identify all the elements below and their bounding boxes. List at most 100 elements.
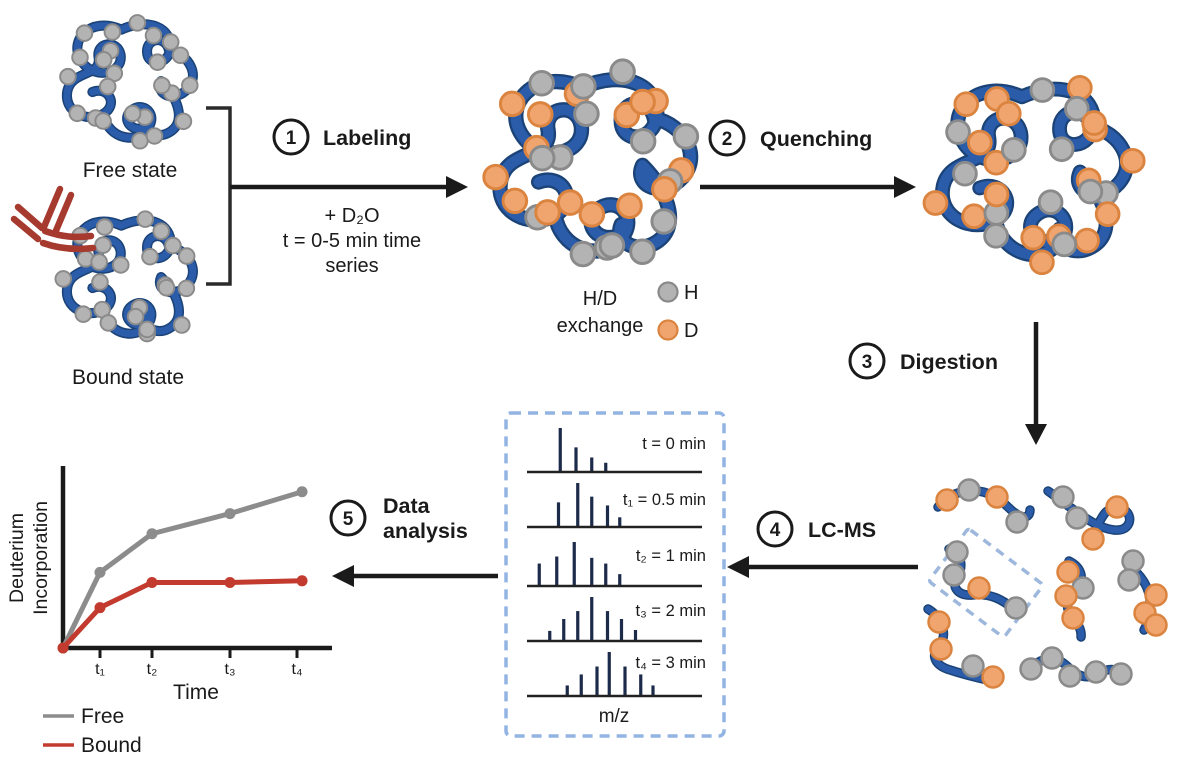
hydrogen-circle <box>573 100 600 128</box>
hydrogen-circle <box>141 247 159 266</box>
deuterium-circle <box>1054 584 1078 608</box>
chart-series-layer <box>57 486 308 654</box>
hydrogen-circle <box>164 236 182 255</box>
labeled-protein <box>482 58 700 268</box>
deuterium-legend-label: D <box>684 320 698 342</box>
peptide-fragments <box>923 478 1168 689</box>
data-point <box>94 566 106 578</box>
deuterium-circle <box>1061 606 1085 630</box>
spectrum-peak <box>576 611 580 641</box>
deuterium-circle <box>929 637 953 661</box>
step-1-badge <box>272 118 310 156</box>
hydrogen-circle <box>94 51 113 69</box>
hydrogen-circle <box>1064 95 1090 122</box>
hydrogen-circle <box>111 256 130 274</box>
hydrogen-circle <box>177 279 196 298</box>
spectrum-peak <box>590 496 594 527</box>
arrow-digestion-head <box>1025 424 1047 445</box>
quenched-protein <box>922 74 1146 276</box>
spectrum-peak <box>555 556 559 586</box>
hydrogen-circle <box>174 112 193 131</box>
mass-spectrum <box>527 542 702 588</box>
deuterium-circle <box>922 190 949 216</box>
hydrogen-circle <box>138 320 156 339</box>
hydrogen-circle <box>161 33 180 51</box>
spectrum-label-4: t₃ = 2 min <box>636 602 706 620</box>
hydrogen-circle <box>171 46 190 65</box>
labeling-note-line1: + D₂O <box>325 205 380 227</box>
deuterium-circle <box>1081 110 1107 136</box>
hydrogen-circle <box>90 253 108 271</box>
deuterium-circle <box>498 90 526 118</box>
hydrogen-circle <box>945 540 969 564</box>
step-2-number: 2 <box>722 129 733 150</box>
hydrogen-circle <box>103 23 122 41</box>
spectrum-peak <box>633 630 638 641</box>
deuterium-circle <box>1144 583 1168 607</box>
x-tick-label-2: t₂ <box>147 661 158 678</box>
hydrogen-circle <box>126 307 145 326</box>
data-point <box>296 575 308 587</box>
data-point <box>94 602 106 614</box>
deuterium-circle <box>935 488 959 512</box>
hydrogen-circle <box>68 104 87 123</box>
uptake-chart: Deuterium Incorporation t₁ t₂ t₃ t₄ Time… <box>6 466 332 757</box>
hydrogen-circle <box>942 563 966 587</box>
x-tick-label-3: t₃ <box>225 661 236 678</box>
deuterium-circle <box>1105 495 1129 519</box>
step-2-badge <box>708 119 746 157</box>
x-axis-label: Time <box>173 681 219 704</box>
hydrogen-circle <box>569 240 597 268</box>
step-5-label-line1: Data <box>383 494 431 518</box>
spectrum-label-3: t₂ = 1 min <box>636 547 706 565</box>
step-5-badge <box>329 499 367 537</box>
hydrogen-circle <box>528 69 555 97</box>
spectra-panel-border <box>504 411 726 738</box>
deuterium-circle <box>578 201 606 228</box>
data-point <box>296 486 308 498</box>
free-state-protein <box>59 14 199 150</box>
hydrogen-circle <box>91 273 109 291</box>
step-3-badge <box>848 342 886 380</box>
hydrogen-circle <box>54 270 73 288</box>
hydrogen-circle <box>99 314 118 332</box>
hydrogen-circle <box>983 223 1009 249</box>
hydrogen-circle <box>609 58 636 85</box>
hydrogen-circle <box>961 654 985 678</box>
hydrogen-circle <box>528 144 556 172</box>
hydrogen-circle <box>1084 660 1108 684</box>
hydrogen-circle <box>71 48 89 67</box>
hydrogen-circle <box>570 73 597 100</box>
arrow-lcms-head <box>727 556 749 578</box>
x-tick-label-1: t₁ <box>95 661 105 678</box>
hydrogen-circle <box>1117 568 1141 592</box>
spectrum-peak <box>605 505 610 527</box>
deuterium-circle <box>967 129 993 156</box>
step-4-number: 4 <box>770 520 781 541</box>
spectrum-peak <box>556 502 561 527</box>
series-line <box>61 578 303 650</box>
antibody-arm <box>14 203 46 232</box>
step-1-number: 1 <box>286 128 297 149</box>
data-point <box>224 508 236 520</box>
deuterium-circle <box>534 199 561 226</box>
spectrum-peak <box>590 557 594 586</box>
antibody-arm <box>40 185 64 231</box>
peptide-fragment <box>933 478 1035 534</box>
hydrogen-circle <box>123 104 142 123</box>
free-legend-label: Free <box>81 705 124 728</box>
deuterium-circle <box>1067 74 1093 101</box>
deuterium-circle <box>1020 224 1047 251</box>
peptide-fragment <box>923 604 1005 689</box>
spectrum-peak <box>623 666 627 696</box>
mz-axis-label: m/z <box>599 706 630 727</box>
hydrogen-circle <box>629 238 656 266</box>
hydrogen-circle <box>1051 231 1078 258</box>
data-point <box>146 528 158 540</box>
spectrum-peak <box>558 428 562 472</box>
hydrogen-circle <box>952 160 978 187</box>
hydrogen-circle <box>74 305 93 323</box>
bound-series <box>57 575 308 654</box>
spectrum-peak <box>590 457 594 472</box>
deuterium-circle <box>983 149 1010 176</box>
